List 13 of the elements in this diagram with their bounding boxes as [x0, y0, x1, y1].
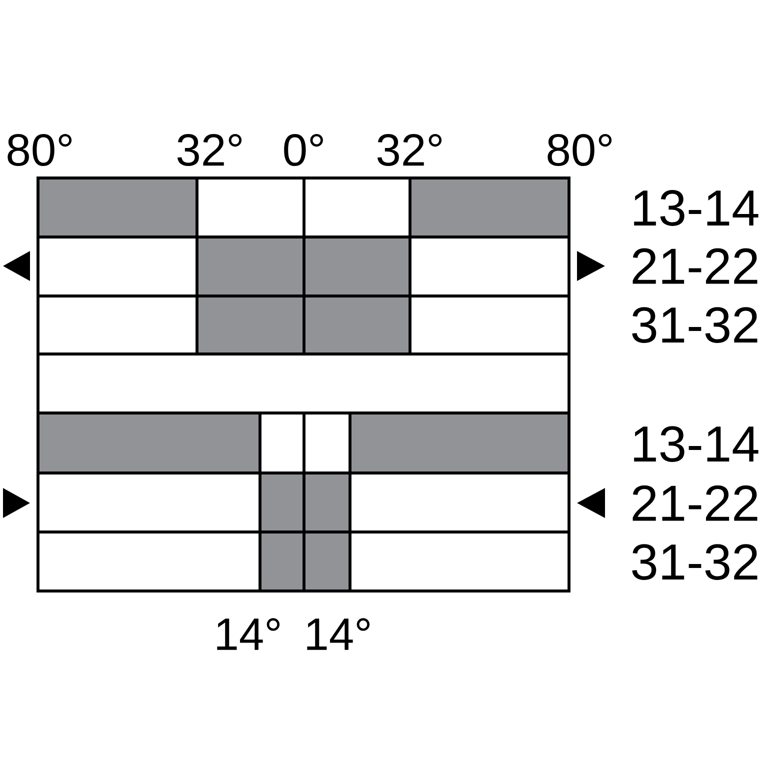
contact-label: 31-32: [632, 544, 758, 580]
angle-label: 14°: [307, 618, 370, 650]
contact-label: 13-14: [634, 426, 758, 462]
angle-label: 80°: [8, 134, 72, 166]
contact-label: 21-22: [632, 485, 758, 521]
angle-label: 0°: [284, 134, 323, 166]
contact-label: 31-32: [632, 307, 758, 343]
angle-label: 32°: [177, 134, 242, 166]
angle-label: 14°: [217, 618, 280, 650]
contact-label: 13-14: [634, 190, 758, 226]
angle-label: 32°: [377, 134, 442, 166]
contact-label: 21-22: [632, 248, 758, 284]
angle-label: 80°: [548, 134, 612, 166]
